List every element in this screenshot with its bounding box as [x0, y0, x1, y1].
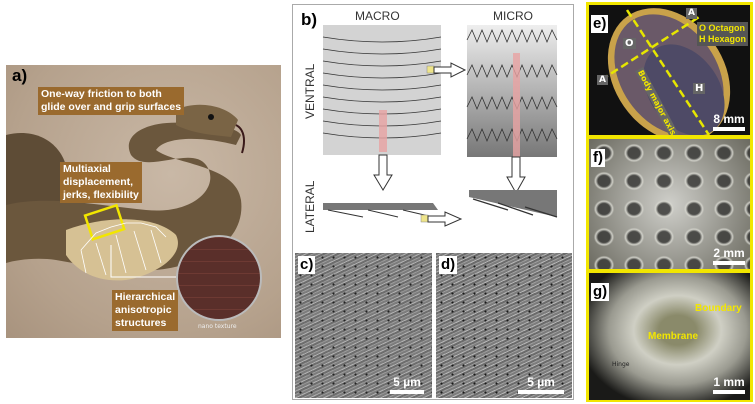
- micro-header: MICRO: [493, 9, 533, 23]
- marker-a-top: A: [686, 8, 697, 19]
- snake-photo: [6, 104, 245, 281]
- panel-f-scale-bar: 2 mm: [713, 246, 745, 265]
- panel-f-label: f): [591, 149, 605, 167]
- panel-c-scale-bar: 5 µm: [390, 375, 424, 394]
- macro-header: MACRO: [355, 9, 400, 23]
- panel-c-sem-image: c) 5 µm: [295, 253, 432, 398]
- panel-g-image: g) Boundary Membrane Hinge 1 mm: [589, 273, 750, 400]
- panel-e-scale-bar: 8 mm: [713, 112, 745, 131]
- panel-b-diagram: [322, 25, 558, 227]
- lateral-label: LATERAL: [303, 180, 317, 233]
- panel-a: nano texture a) One-way friction to both…: [6, 65, 281, 338]
- boundary-label: Boundary: [695, 303, 742, 314]
- panel-b-label: b): [301, 10, 318, 29]
- panel-e-label: e): [591, 15, 609, 33]
- panel-d-sem-image: d) 5 µm: [436, 253, 572, 398]
- membrane-label: Membrane: [648, 331, 699, 342]
- panel-g-scale-bar: 1 mm: [713, 375, 745, 394]
- marker-h: H: [693, 83, 706, 94]
- panel-f-image: f) 2 mm: [589, 139, 750, 269]
- panel-bcd-frame: b) MACRO MICRO VENTRAL LATERAL c) 5 µm d…: [292, 4, 574, 400]
- hinge-label: Hinge: [612, 361, 630, 368]
- ventral-label: VENTRAL: [303, 63, 317, 119]
- inset-caption: nano texture: [198, 323, 237, 330]
- marker-a-left: A: [597, 75, 608, 85]
- panel-c-label: c): [298, 256, 316, 274]
- panel-a-label: a): [12, 66, 28, 85]
- nano-texture-inset: [176, 235, 262, 321]
- panel-d-scale-bar: 5 µm: [518, 375, 564, 394]
- panel-g-label: g): [591, 283, 610, 301]
- marker-o: O: [623, 38, 636, 49]
- panel-d-label: d): [439, 256, 458, 274]
